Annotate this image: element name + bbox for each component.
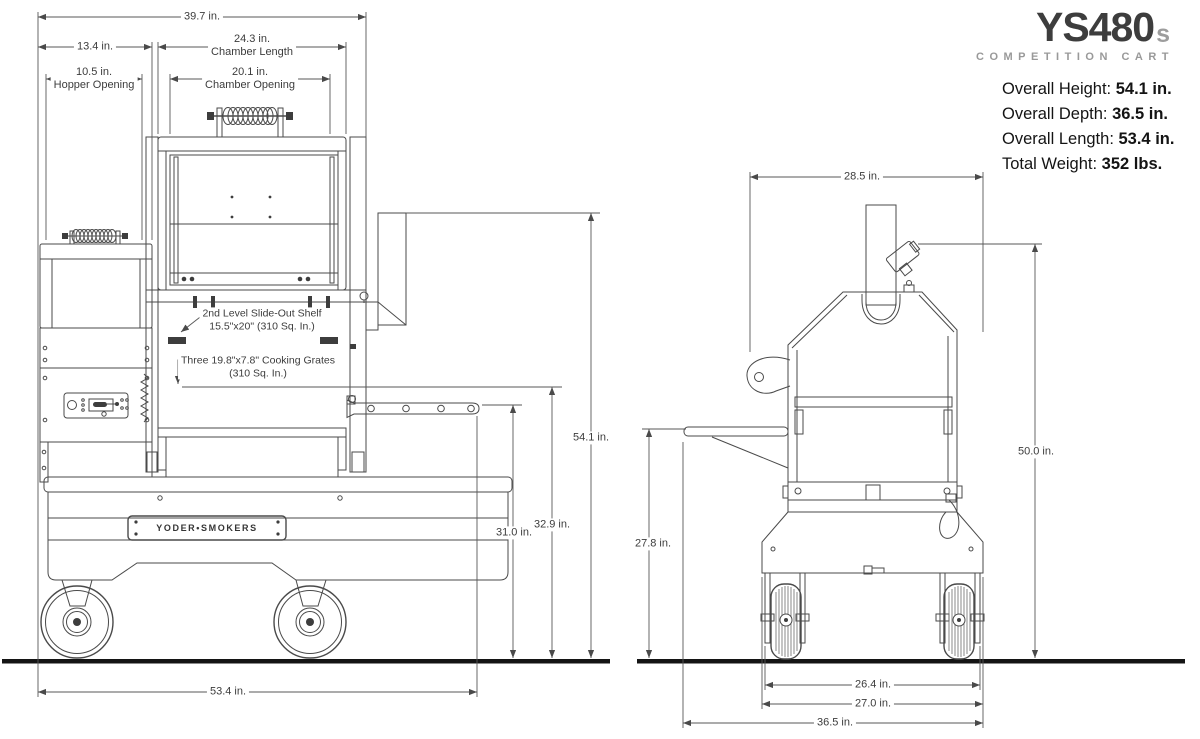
- dim-wheel-track-inner-label: 26.4 in.: [851, 678, 895, 692]
- front-view: [637, 204, 1185, 664]
- chamber-lid-raised: [157, 107, 347, 291]
- hopper-body: [39, 327, 153, 483]
- lift-masts: [145, 136, 367, 473]
- caster-wheel-right: [273, 579, 347, 659]
- brand-subtitle: COMPETITION CART: [976, 50, 1174, 63]
- spec-overall-depth: Overall Depth: 36.5 in.: [1002, 105, 1169, 123]
- front-dimensions: [642, 172, 1042, 728]
- model-badge: s: [1156, 19, 1170, 48]
- hopper-handle-spring: [71, 229, 117, 243]
- cook-chamber: [145, 289, 367, 478]
- hopper-lid: [39, 229, 153, 329]
- dim-grate-height-label: 32.9 in.: [530, 518, 574, 532]
- chimney-damper: [885, 240, 921, 277]
- shelf-rail-bracket: [320, 337, 338, 344]
- spec-total-weight: Total Weight: 352 lbs.: [1002, 155, 1163, 173]
- ground-line-right: [637, 659, 1185, 664]
- caster-wheel-left: [40, 579, 114, 659]
- note-cooking-grates: Three 19.8"x7.8" Cooking Grates (310 Sq.…: [178, 354, 338, 380]
- dim-wheel-track-label: 27.0 in.: [851, 697, 895, 711]
- dim-front-shelf-height-label: 27.8 in.: [631, 537, 675, 551]
- dim-overall-depth-label: 36.5 in.: [813, 716, 857, 730]
- front-wheel-left: [760, 572, 810, 660]
- dim-hopper-width-label: 13.4 in.: [73, 40, 117, 54]
- dim-front-top-width-label: 28.5 in.: [840, 170, 884, 184]
- brand-block: YS480 s COMPETITION CART: [976, 4, 1170, 63]
- dim-overall-height-label: 54.1 in.: [569, 431, 613, 445]
- nameplate-text: YODER•SMOKERS: [156, 523, 258, 533]
- cart-base: [43, 476, 513, 581]
- note-slide-out-shelf: 2nd Level Slide-Out Shelf 15.5"x20" (310…: [199, 307, 325, 333]
- dim-shelf-height-label: 31.0 in.: [492, 526, 536, 540]
- front-shelf-edge: [683, 426, 789, 469]
- dim-overall-length-label: 53.4 in.: [206, 685, 250, 699]
- front-body: [746, 280, 963, 539]
- front-cart: [761, 511, 984, 575]
- smokestack-side: [359, 212, 407, 331]
- dim-chamber-opening-label: 20.1 in. Chamber Opening: [202, 65, 298, 93]
- dim-overall-width-label: 39.7 in.: [180, 10, 224, 24]
- wiring-coil: [139, 373, 150, 423]
- chimney: [861, 204, 921, 325]
- brand-title: YS480 s: [976, 4, 1170, 50]
- spec-overall-length: Overall Length: 53.4 in.: [1002, 130, 1175, 148]
- controller-panel: [63, 392, 129, 419]
- controller-knob: [67, 400, 77, 410]
- lid-handle-spring: [207, 107, 293, 138]
- ground-line-left: [2, 659, 610, 664]
- shelf-rail-bracket: [168, 337, 186, 344]
- controller-display: [88, 398, 114, 412]
- side-shelf: [346, 395, 480, 419]
- dim-front-overall-height-label: 50.0 in.: [1014, 445, 1058, 459]
- dim-hopper-opening-label: 10.5 in. Hopper Opening: [50, 65, 138, 93]
- dim-chamber-length-label: 24.3 in. Chamber Length: [208, 32, 296, 60]
- model-name: YS480: [1035, 4, 1155, 50]
- door-handle: [746, 356, 791, 394]
- nameplate: [127, 515, 287, 541]
- side-view: [2, 107, 610, 664]
- front-wheel-right: [935, 572, 985, 660]
- power-cord: [939, 499, 960, 539]
- spec-list: Overall Height: 54.1 in. Overall Depth: …: [1002, 77, 1174, 177]
- spec-overall-height: Overall Height: 54.1 in.: [1002, 80, 1172, 98]
